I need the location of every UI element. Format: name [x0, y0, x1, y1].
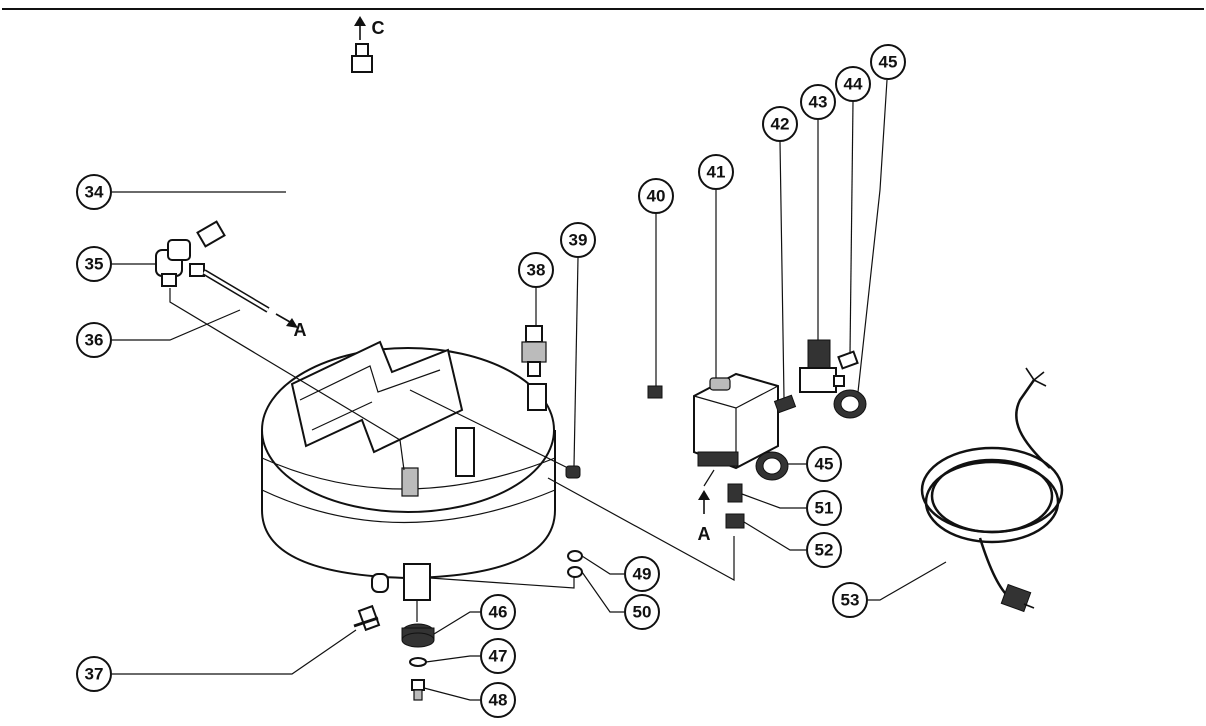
callout-49-label: 49 — [633, 565, 652, 584]
arrow-a-switch-label: A — [698, 524, 711, 544]
callout-52: 52 — [806, 532, 842, 568]
callout-42: 42 — [762, 106, 798, 142]
screw-48 — [411, 679, 425, 701]
callout-41: 41 — [698, 154, 734, 190]
callout-43: 43 — [800, 84, 836, 120]
nut-52 — [725, 513, 745, 529]
callout-35: 35 — [76, 246, 112, 282]
callout-53-label: 53 — [841, 591, 860, 610]
air-tank — [261, 340, 556, 593]
regulator-43 — [799, 339, 845, 393]
callout-45-top: 45 — [870, 44, 906, 80]
callout-46: 46 — [480, 594, 516, 630]
callout-49: 49 — [624, 556, 660, 592]
fitting-42 — [773, 394, 797, 414]
power-cord-53 — [920, 367, 1064, 613]
arrow-a-switch: A — [698, 469, 715, 544]
callout-38: 38 — [518, 252, 554, 288]
washer-47 — [409, 657, 427, 667]
washers-49-50 — [567, 550, 583, 578]
callout-34: 34 — [76, 174, 112, 210]
callout-47-label: 47 — [489, 647, 508, 666]
gauge-45-side — [755, 451, 789, 481]
arrow-a-pipe: A — [275, 313, 307, 340]
callout-39-label: 39 — [569, 231, 588, 250]
callout-53: 53 — [832, 582, 868, 618]
plug-39 — [565, 465, 581, 479]
mount-plate — [403, 563, 431, 622]
safety-valve-38 — [521, 325, 547, 377]
screw-40 — [647, 385, 663, 399]
callout-51: 51 — [806, 490, 842, 526]
callout-37: 37 — [76, 656, 112, 692]
callout-44: 44 — [835, 66, 871, 102]
callout-47: 47 — [480, 638, 516, 674]
callout-50-label: 50 — [633, 603, 652, 622]
callout-38-label: 38 — [527, 261, 546, 280]
pressure-switch-41 — [693, 372, 779, 470]
callout-52-label: 52 — [815, 541, 834, 560]
tee-fitting — [155, 239, 205, 287]
drain-valve-37 — [353, 604, 381, 632]
callout-48: 48 — [480, 682, 516, 718]
callout-35-label: 35 — [85, 255, 104, 274]
callout-43-label: 43 — [809, 93, 828, 112]
arrow-a-pipe-label: A — [294, 320, 307, 340]
callout-34-label: 34 — [85, 183, 104, 202]
rubber-foot-46 — [401, 623, 435, 648]
callout-51-label: 51 — [815, 499, 834, 518]
callout-48-label: 48 — [489, 691, 508, 710]
callout-42-label: 42 — [771, 115, 790, 134]
callout-36-label: 36 — [85, 331, 104, 350]
leader-lines — [112, 79, 947, 701]
callout-39: 39 — [560, 222, 596, 258]
fitting-44 — [837, 350, 859, 370]
callout-37-label: 37 — [85, 665, 104, 684]
callout-41-label: 41 — [707, 163, 726, 182]
arrow-c-label: C — [372, 18, 385, 38]
pipe-36 — [202, 269, 270, 313]
callout-45-side-label: 45 — [815, 455, 834, 474]
callout-46-label: 46 — [489, 603, 508, 622]
callout-45-side: 45 — [806, 446, 842, 482]
gauge-45-top — [833, 389, 867, 419]
callout-45-top-label: 45 — [879, 53, 898, 72]
callout-50: 50 — [624, 594, 660, 630]
arrow-c: C — [354, 16, 385, 40]
callout-36: 36 — [76, 322, 112, 358]
callout-44-label: 44 — [844, 75, 863, 94]
callout-40-label: 40 — [647, 187, 666, 206]
nipple-51 — [727, 483, 743, 503]
callout-40: 40 — [638, 178, 674, 214]
hose-assembly — [196, 43, 373, 248]
